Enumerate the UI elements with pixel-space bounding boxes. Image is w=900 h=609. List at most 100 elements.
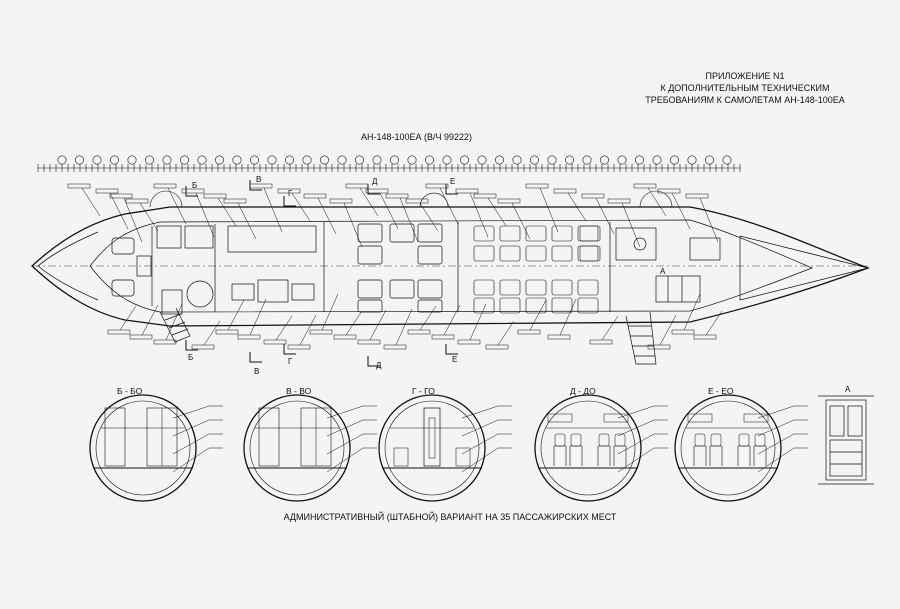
callout-box (607, 198, 631, 204)
title-line-2: К ДОПОЛНИТЕЛЬНЫМ ТЕХНИЧЕСКИМ (660, 83, 830, 93)
callout-box (345, 183, 369, 189)
frame-marker (57, 155, 67, 165)
callout-box (407, 329, 431, 335)
aft-airstair (625, 311, 657, 365)
passenger-seat (473, 279, 495, 296)
passenger-seat (473, 225, 495, 242)
passenger-seat (525, 225, 547, 242)
callout-box (633, 183, 657, 189)
fuselage-cross-section (378, 394, 512, 502)
section-label-g: Г - ГО (412, 386, 435, 396)
fuselage-cross-section (534, 394, 668, 502)
callout-box (215, 329, 239, 335)
passenger-seat (551, 297, 573, 314)
passenger-seat (499, 245, 521, 262)
callout-box (473, 193, 497, 199)
forward-galley (156, 224, 216, 315)
frame-marker (302, 155, 312, 165)
frame-marker (547, 155, 557, 165)
callout-box (425, 183, 449, 189)
cut-mark-b-top: Б (192, 181, 197, 190)
vip-seating (357, 222, 459, 313)
frame-marker (669, 155, 679, 165)
cockpit (111, 226, 153, 306)
passenger-seat (473, 297, 495, 314)
cut-mark-v-top: В (256, 175, 261, 184)
frame-marker (92, 155, 102, 165)
frame-marker (127, 155, 137, 165)
callout-box (181, 188, 205, 194)
frame-marker (424, 155, 434, 165)
cut-mark-v-bottom: В (254, 367, 259, 376)
callout-box (547, 334, 571, 340)
callout-box (485, 344, 509, 350)
callout-box (153, 183, 177, 189)
callout-box (405, 198, 429, 204)
section-label-v: В - ВО (286, 386, 312, 396)
callout-box (685, 193, 709, 199)
drawing-caption: АДМИНИСТРАТИВНЫЙ (ШТАБНОЙ) ВАРИАНТ НА 35… (283, 512, 617, 522)
cross-sections (89, 394, 808, 502)
cut-mark-g-bottom: Г (288, 357, 293, 366)
callout-box (385, 193, 409, 199)
callout-box (107, 329, 131, 335)
callout-box (329, 198, 353, 204)
callout-box (263, 339, 287, 345)
passenger-seat (579, 225, 601, 242)
passenger-seat (551, 225, 573, 242)
frame-marker (459, 155, 469, 165)
callout-box (333, 334, 357, 340)
frame-marker (494, 155, 504, 165)
callout-box (203, 193, 227, 199)
cut-mark-e-top: Е (450, 177, 455, 186)
callout-box (553, 188, 577, 194)
callout-box (109, 193, 133, 199)
frame-marker (267, 155, 277, 165)
model-label: АН-148-100ЕА (В/Ч 99222) (361, 132, 473, 142)
callout-box (303, 193, 327, 199)
callout-box (237, 334, 261, 340)
economy-seat-grid (473, 225, 601, 314)
frame-ruler (37, 155, 741, 172)
frame-marker (687, 155, 697, 165)
passenger-seat (577, 279, 599, 296)
callout-box (67, 183, 91, 189)
frame-marker (582, 155, 592, 165)
callout-box (153, 339, 177, 345)
frame-marker (284, 155, 294, 165)
frame-marker (442, 155, 452, 165)
callout-box (647, 344, 671, 350)
cut-mark-g-top: Г (288, 189, 293, 198)
passenger-seat (577, 297, 599, 314)
frame-marker (599, 155, 609, 165)
aft-galley (609, 222, 721, 312)
callout-box (223, 198, 247, 204)
frame-marker (704, 155, 714, 165)
fuselage-outline (31, 206, 870, 327)
callout-box (383, 344, 407, 350)
callout-box (309, 329, 333, 335)
callout-box (497, 198, 521, 204)
callout-box (191, 344, 215, 350)
callout-box (457, 339, 481, 345)
callout-box (517, 329, 541, 335)
passenger-seat (499, 297, 521, 314)
frame-marker (319, 155, 329, 165)
frame-marker (250, 155, 260, 165)
frame-marker (337, 155, 347, 165)
passenger-seat (577, 225, 599, 242)
callout-box (249, 183, 273, 189)
frame-marker (215, 155, 225, 165)
passenger-seat (551, 279, 573, 296)
title-block: ПРИЛОЖЕНИЕ N1 К ДОПОЛНИТЕЛЬНЫМ ТЕХНИЧЕСК… (630, 70, 860, 106)
frame-marker (529, 155, 539, 165)
cut-mark-d-bottom: Д (376, 361, 382, 370)
frame-marker (232, 155, 242, 165)
callout-box (365, 188, 389, 194)
view-a-label: А (845, 385, 851, 394)
section-label-b: Б - БО (117, 386, 143, 396)
fuselage-cross-section (674, 394, 808, 502)
fuselage-plan-view (31, 190, 870, 365)
callout-box (525, 183, 549, 189)
